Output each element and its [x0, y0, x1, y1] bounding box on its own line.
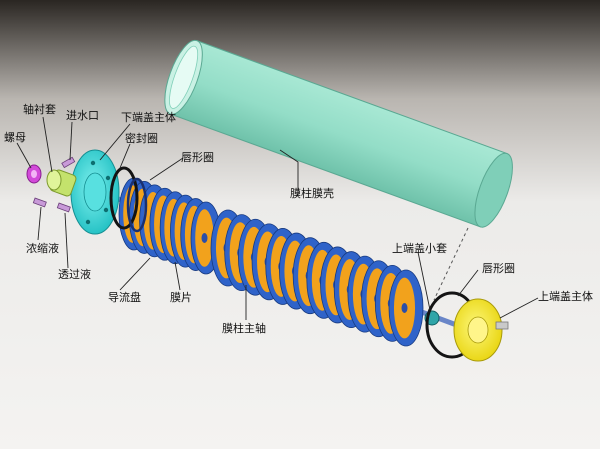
label-lip-ring-left: 唇形圈 — [181, 151, 214, 164]
permeate-fitting — [56, 202, 71, 213]
label-upper-cap-body: 上端盖主体 — [538, 290, 593, 303]
column-shell — [164, 39, 513, 228]
shaft-sleeve — [46, 169, 77, 197]
guide-plate-hub — [201, 233, 208, 243]
nut — [26, 164, 42, 184]
seal-ring — [109, 166, 139, 230]
label-shaft-sleeve: 轴衬套 — [23, 103, 56, 116]
label-lower-cap-body: 下端盖主体 — [121, 111, 176, 124]
label-membrane: 膜片 — [170, 291, 192, 304]
label-lip-ring-right: 唇形圈 — [482, 262, 515, 275]
lower-cap-body — [70, 149, 120, 235]
label-column-shaft: 膜柱主轴 — [222, 322, 266, 335]
alignment-line — [433, 227, 469, 301]
disc-stack-right — [210, 209, 424, 347]
label-upper-cap-sleeve: 上端盖小套 — [392, 242, 447, 255]
upper-cap-body — [453, 298, 509, 362]
label-permeate: 透过液 — [58, 268, 91, 281]
label-guide-plate: 导流盘 — [108, 291, 141, 304]
label-seal-ring: 密封圈 — [125, 132, 158, 145]
lip-ring-left — [126, 177, 148, 233]
concentrate-fitting — [32, 197, 47, 208]
label-water-inlet: 进水口 — [66, 109, 99, 122]
label-column-shell: 膜柱膜壳 — [290, 187, 334, 200]
label-concentrate: 浓缩液 — [26, 242, 59, 255]
leader-lines — [16, 116, 539, 320]
guide-plate-hub — [401, 303, 408, 313]
water-inlet-fitting — [61, 156, 76, 169]
label-nut: 螺母 — [4, 131, 26, 144]
